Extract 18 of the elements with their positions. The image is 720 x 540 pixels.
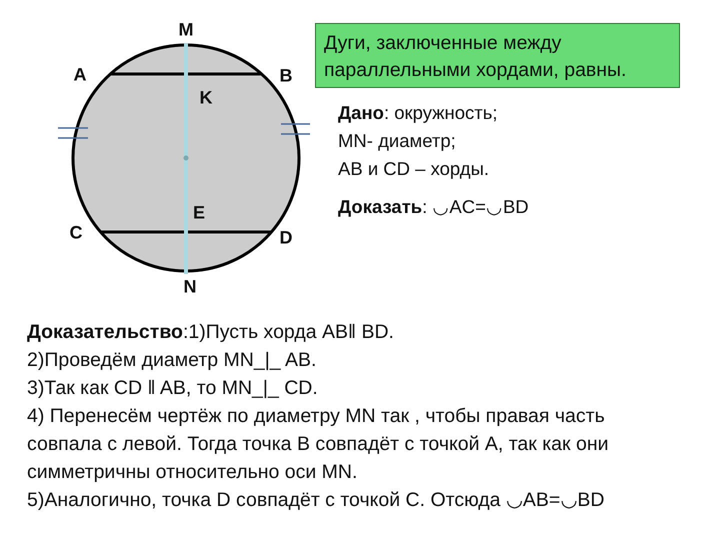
point-label: M (178, 20, 194, 40)
given-text: AB и CD – хорды. (338, 157, 490, 181)
proof-text: 3)Так как CD ‖ AB, то MN_|_ CD. (27, 376, 318, 401)
proof-text: 5)Аналогично, точка D совпадёт с точкой C. Отсюда ◡AB=◡BD (27, 488, 604, 513)
proof-text: 4) Перенесём чертёж по диаметру MN так , чтобы правая часть совпала с левой. Тогда точка B совпадёт с точкой A, так как они симметричны относительно оси MN. (27, 404, 610, 485)
proof-text: Доказательство:1)Пусть хорда AB‖ BD. (27, 320, 394, 345)
point-label: D (280, 228, 292, 248)
given-text: Дано: окружность; (338, 101, 498, 125)
point-label: E (193, 202, 205, 224)
theorem-box: Дуги, заключенные между параллельными хордами, равны. (315, 23, 680, 88)
proof-text: 2)Проведём диаметр MN_|_ AB. (27, 348, 316, 373)
point-label: K (200, 88, 212, 108)
prove-text: Доказать: ◡AC=◡BD (338, 195, 529, 219)
given-text: MN- диаметр; (338, 129, 456, 153)
point-label: N (184, 276, 196, 298)
point-label: A (74, 64, 86, 86)
point-label: B (280, 66, 292, 86)
point-label: C (70, 222, 82, 244)
